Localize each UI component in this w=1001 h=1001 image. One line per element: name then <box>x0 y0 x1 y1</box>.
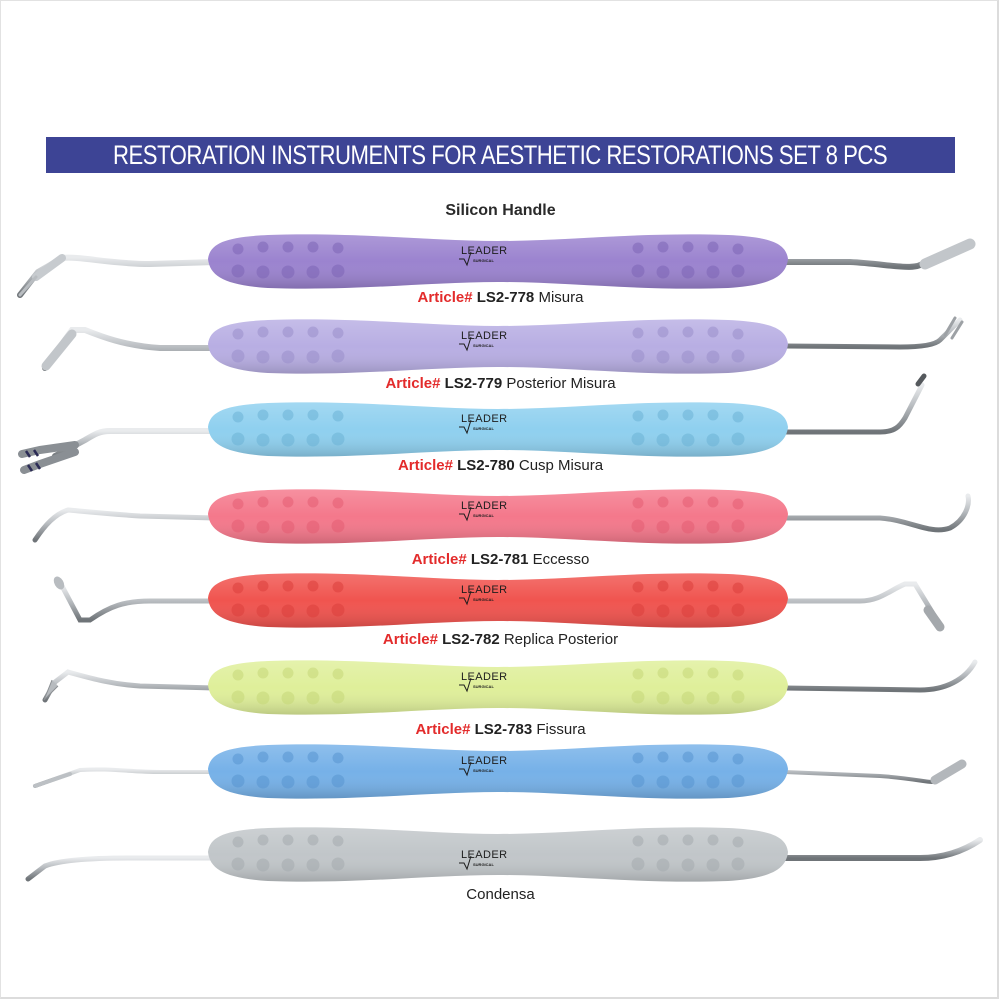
handle-lime <box>208 660 788 715</box>
article-label-ls2-781: Article# LS2-781 Eccesso <box>0 551 1001 568</box>
instrument-blue-unlabeled <box>33 744 967 799</box>
handle-blue <box>208 744 788 799</box>
article-prefix: Article# <box>382 631 438 648</box>
article-name: Cusp Misura <box>518 457 604 474</box>
article-label-condensa: Condensa <box>0 886 1001 903</box>
instrument-ls2-779 <box>41 316 964 374</box>
handle-lavender <box>208 319 788 374</box>
article-label-ls2-783: Article# LS2-783 Fissura <box>0 721 1001 738</box>
article-code: LS2-779 <box>444 375 503 392</box>
instrument-ls2-781 <box>32 489 971 544</box>
article-name: Posterior Misura <box>506 375 616 392</box>
article-code: LS2-782 <box>442 631 500 648</box>
article-label-ls2-780: Article# LS2-780 Cusp Misura <box>0 457 1001 474</box>
article-code: LS2-781 <box>470 551 529 568</box>
handle-red <box>208 573 788 628</box>
subtitle-silicon-handle: Silicon Handle <box>445 202 556 219</box>
handle-light-blue <box>208 402 788 457</box>
instrument-condensa <box>25 827 983 882</box>
article-code: LS2-778 <box>476 289 535 306</box>
handle-purple <box>208 234 788 289</box>
article-code: LS2-780 <box>457 457 515 474</box>
article-label-ls2-779: Article# LS2-779 Posterior Misura <box>0 375 1001 392</box>
instrument-ls2-778 <box>17 234 976 298</box>
title-banner: RESTORATION INSTRUMENTS FOR AESTHETIC RE… <box>46 137 955 173</box>
article-label-ls2-778: Article# LS2-778 Misura <box>0 289 1001 306</box>
instrument-ls2-780 <box>18 373 927 474</box>
banner-title: RESTORATION INSTRUMENTS FOR AESTHETIC RE… <box>113 139 888 170</box>
article-name: Replica Posterior <box>503 631 619 648</box>
handle-pink <box>208 489 788 544</box>
article-name: Eccesso <box>532 551 590 568</box>
instrument-ls2-783 <box>42 659 978 715</box>
article-name: Fissura <box>536 721 586 738</box>
article-name: Misura <box>538 289 584 306</box>
article-prefix: Article# <box>417 289 473 306</box>
article-code: LS2-783 <box>474 721 533 738</box>
article-prefix: Article# <box>385 375 441 392</box>
article-prefix: Article# <box>415 721 471 738</box>
instrument-ls2-782 <box>53 573 945 632</box>
article-prefix: Article# <box>411 551 467 568</box>
article-label-ls2-782: Article# LS2-782 Replica Posterior <box>0 631 1001 648</box>
article-prefix: Article# <box>397 457 453 474</box>
article-name: Condensa <box>466 886 535 903</box>
handle-gray <box>208 827 788 882</box>
